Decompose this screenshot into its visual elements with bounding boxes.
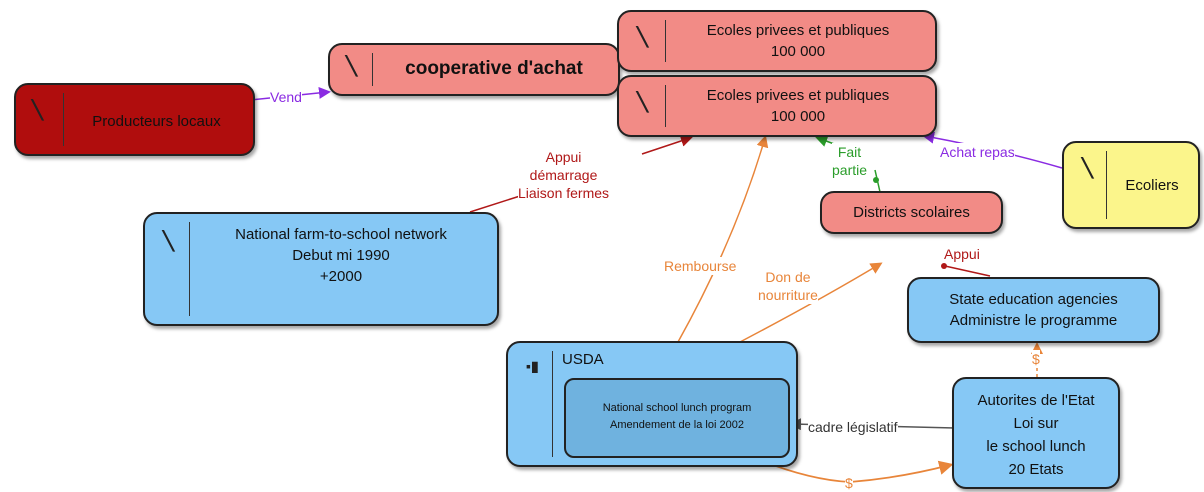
- node-ecoles-2[interactable]: ╲ Ecoles privees et publiques 100 000: [617, 75, 937, 137]
- link-appui-demarrage-2: [641, 135, 693, 155]
- label-dollar-1: $: [1032, 350, 1040, 368]
- node-ecoliers[interactable]: ╲ Ecoliers: [1062, 141, 1200, 229]
- node-label: National school lunch program Amendement…: [602, 402, 752, 431]
- node-ecoles-1[interactable]: ╲ Ecoles privees et publiques 100 000: [617, 10, 937, 72]
- node-label: Ecoles privees et publiques 100 000: [706, 22, 890, 60]
- node-label: Ecoles privees et publiques 100 000: [706, 87, 890, 125]
- link-appui-demarrage: [469, 195, 521, 213]
- node-label: cooperative d'achat: [405, 58, 583, 79]
- node-label: USDA: [562, 351, 604, 368]
- node-state-education-agencies[interactable]: State education agencies Administre le p…: [907, 277, 1160, 343]
- label-achat-repas: Achat repas: [940, 143, 1015, 161]
- pencil-icon: ╲: [637, 92, 648, 112]
- pencil-icon: ╲: [1082, 158, 1093, 178]
- node-usda[interactable]: ▪▮ USDA National school lunch program Am…: [506, 341, 798, 467]
- pencil-icon: ╲: [163, 231, 174, 251]
- label-dollar-2: $: [845, 474, 853, 492]
- node-districts-scolaires[interactable]: Districts scolaires: [820, 191, 1003, 234]
- node-label: State education agencies Administre le p…: [949, 291, 1118, 329]
- link-appui: [944, 265, 991, 277]
- chart-icon: ▪▮: [526, 358, 539, 374]
- pencil-icon: ╲: [346, 56, 357, 76]
- node-autorites-etat[interactable]: Autorites de l'Etat Loi sur le school lu…: [952, 377, 1120, 489]
- label-vend: Vend: [270, 88, 302, 106]
- node-producteurs-locaux[interactable]: ╲ Producteurs locaux: [14, 83, 255, 156]
- pencil-icon: ╲: [637, 27, 648, 47]
- label-don-de-nourriture: Don de nourriture: [758, 268, 818, 304]
- node-farm-to-school-network[interactable]: ╲ National farm-to-school network Debut …: [143, 212, 499, 326]
- node-label: Districts scolaires: [853, 204, 970, 221]
- label-rembourse: Rembourse: [664, 257, 737, 275]
- label-cadre-legislatif: cadre législatif: [808, 418, 898, 436]
- label-appui: Appui: [944, 245, 980, 263]
- label-fait-partie: Fait partie: [832, 143, 868, 179]
- node-label: Producteurs locaux: [92, 113, 221, 130]
- node-label: Autorites de l'Etat Loi sur le school lu…: [977, 392, 1095, 478]
- node-label: Ecoliers: [1125, 177, 1179, 194]
- node-label: National farm-to-school network Debut mi…: [235, 226, 447, 285]
- pencil-icon: ╲: [32, 100, 43, 120]
- node-nslp[interactable]: National school lunch program Amendement…: [564, 378, 790, 458]
- link-rembourse: [677, 135, 769, 343]
- node-cooperative-achat[interactable]: ╲ cooperative d'achat: [328, 43, 620, 96]
- label-appui-demarrage: Appui démarrage Liaison fermes: [518, 148, 610, 202]
